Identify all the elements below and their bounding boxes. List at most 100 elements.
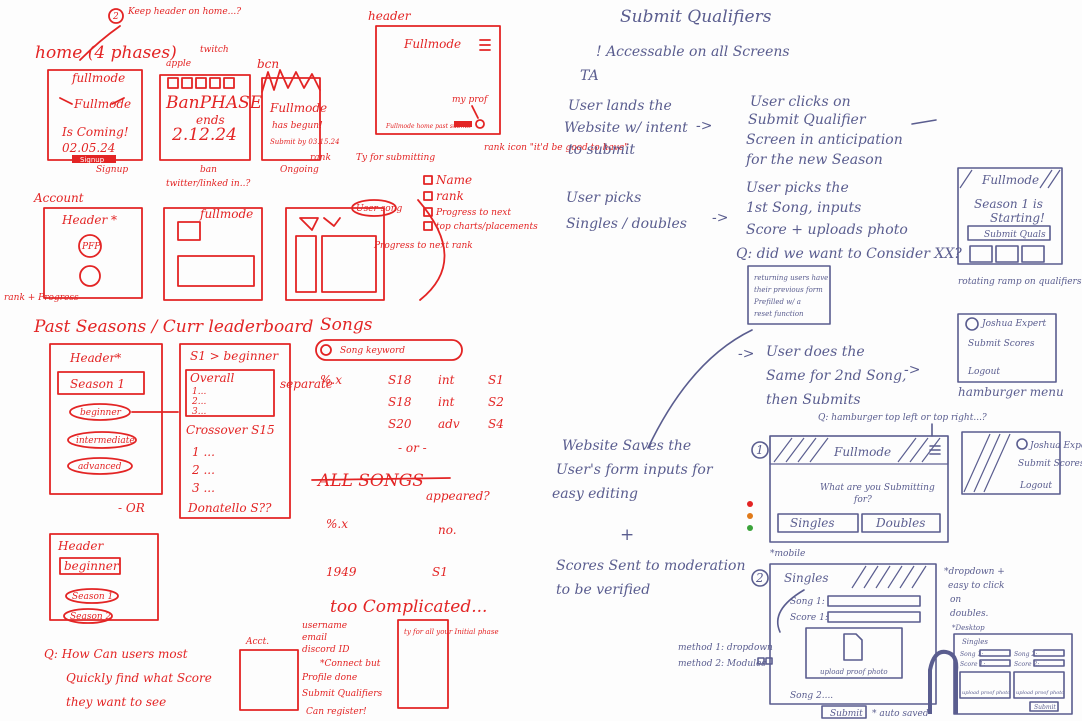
flow2a-l2: Singles / doubles [566, 216, 687, 232]
side-menu-mock [961, 431, 1061, 495]
twitter-note: twitter/linked in..? [166, 179, 250, 189]
dropdown-note-1: *dropdown + [944, 567, 1005, 577]
acct-screen [239, 649, 299, 711]
season-pill-2: Season 2 [70, 612, 112, 622]
song2-label: Song 2.... [790, 691, 833, 701]
phone3-sub2: Submit by 03.15.24 [270, 138, 340, 146]
singles-label: Singles [790, 516, 835, 530]
hamburger-icon [929, 445, 941, 455]
arrow [79, 25, 121, 61]
circled-number-label: 2 [112, 12, 119, 22]
step2-mockup [769, 563, 937, 705]
flow2b-l2: 1st Song, inputs [746, 200, 861, 216]
dropdown-note-2: easy to click [948, 581, 1004, 591]
website-saves-l3: easy editing [552, 486, 638, 502]
returning-l2: their previous form [754, 286, 823, 294]
rank-icon-note: rank icon "it'd be good to have" [484, 143, 628, 153]
acct-notes-7: Can register! [306, 707, 367, 717]
hatch-decor [959, 169, 1061, 189]
pct-x: %.x [326, 517, 348, 531]
signup-button-label: Signup [80, 156, 105, 164]
list-item-3: 3... [192, 407, 206, 417]
method2: method 2: Modules [678, 659, 766, 669]
songs-table: %.x S18 int S1 S18 int S2 S20 adv S4 [320, 373, 504, 431]
acct-notes-5: Profile done [301, 673, 357, 683]
submit-scores: Submit Scores [968, 339, 1035, 349]
phone3-sub: has begun! [272, 121, 323, 131]
cross-item-1: 1 ... [192, 445, 215, 459]
flow1a-l1: User lands the [568, 98, 672, 114]
arrow [776, 589, 805, 633]
song-keyword: Song keyword [340, 346, 405, 356]
footer-button [454, 121, 472, 127]
submit-label: Submit [830, 709, 863, 719]
submit-quals-button [967, 225, 1051, 241]
phone3-caption: Ongoing [280, 165, 319, 175]
n1949: 1949 [326, 565, 357, 579]
twitch-note: twitch [200, 45, 229, 55]
phone3-title: Fullmode [269, 101, 327, 115]
flame-decor [261, 69, 321, 93]
ty-small: ty for all your Initial phase [404, 628, 499, 636]
dot-red [747, 501, 753, 507]
hamburger-menu-label: hamburger menu [958, 385, 1064, 399]
checklist-topcharts: top charts/placements [436, 222, 538, 232]
svg-text:%.x: %.x [320, 373, 342, 387]
search-icon [320, 344, 332, 356]
step2-label: 2 [755, 571, 764, 585]
flow2b-l1: User picks the [746, 180, 849, 196]
home-title: home (4 phases) [35, 43, 177, 63]
svg-text:S2: S2 [488, 395, 504, 409]
auto-saved: * auto saved [872, 709, 929, 719]
acct-notes-1: username [302, 621, 347, 631]
flow2b-l3: Score + uploads photo [746, 222, 908, 238]
header-fullmode: Fullmode [403, 37, 461, 51]
phone1-date: 02.05.24 [62, 141, 115, 155]
document-icon [843, 633, 863, 661]
desktop-note: *Desktop [952, 624, 985, 632]
hamburger-menu-mock [957, 313, 1057, 383]
dropdown-note-3: on [950, 595, 961, 605]
phone1-logo: Fullmode [73, 97, 131, 111]
logout: Logout [967, 367, 1000, 377]
account-label: Account [33, 191, 84, 205]
ty-note: Ty for submitting [356, 153, 435, 163]
accessible-note: ! Accessable on all Screens [596, 44, 790, 60]
phone2-sub: ends [196, 113, 225, 127]
header3: Header [57, 539, 105, 553]
returning-users-box [747, 265, 831, 325]
doubles-option [861, 513, 941, 533]
keep-header-note: Keep header on home...? [127, 7, 241, 17]
user-song: User song [356, 204, 403, 214]
what-submit-l2: for? [853, 495, 872, 505]
mini-upload-2: upload proof photo [1016, 690, 1064, 696]
rank-progress-note: rank + Progress [4, 293, 79, 303]
returning-l1: returning users have [754, 274, 828, 282]
pfp-label: PFP [81, 242, 101, 252]
or-divider-2: - or - [398, 441, 427, 455]
flow1a-l2: Website w/ intent [564, 120, 688, 136]
appeared-note: appeared? [426, 489, 490, 503]
fullmode2: fullmode [199, 207, 253, 221]
list-item-1: 1... [192, 387, 206, 397]
s1-label: S1 [432, 565, 448, 579]
crossover: Crossover S15 [186, 423, 275, 437]
apple-note: apple [166, 59, 191, 69]
seasons-alt-screen [49, 533, 159, 621]
account-screen-2 [163, 207, 263, 301]
checklist-rank: rank [436, 189, 464, 203]
acct-notes-3: discord ID [302, 645, 349, 655]
scores-sent-l2: to be verified [556, 582, 650, 598]
song1-label: Song 1: [790, 597, 825, 607]
season1-label: Season 1 [70, 377, 125, 391]
svg-text:S4: S4 [488, 417, 504, 431]
upload-area [805, 627, 903, 679]
phone1-coming: Is Coming! [61, 125, 129, 139]
doubles-label: Doubles [875, 516, 925, 530]
hatch-decor [963, 433, 1011, 493]
circled-number [108, 8, 124, 24]
flow1b-l4: for the new Season [745, 152, 883, 168]
mock-season-2: Starting! [990, 211, 1045, 225]
svg-text:S20: S20 [388, 417, 412, 431]
